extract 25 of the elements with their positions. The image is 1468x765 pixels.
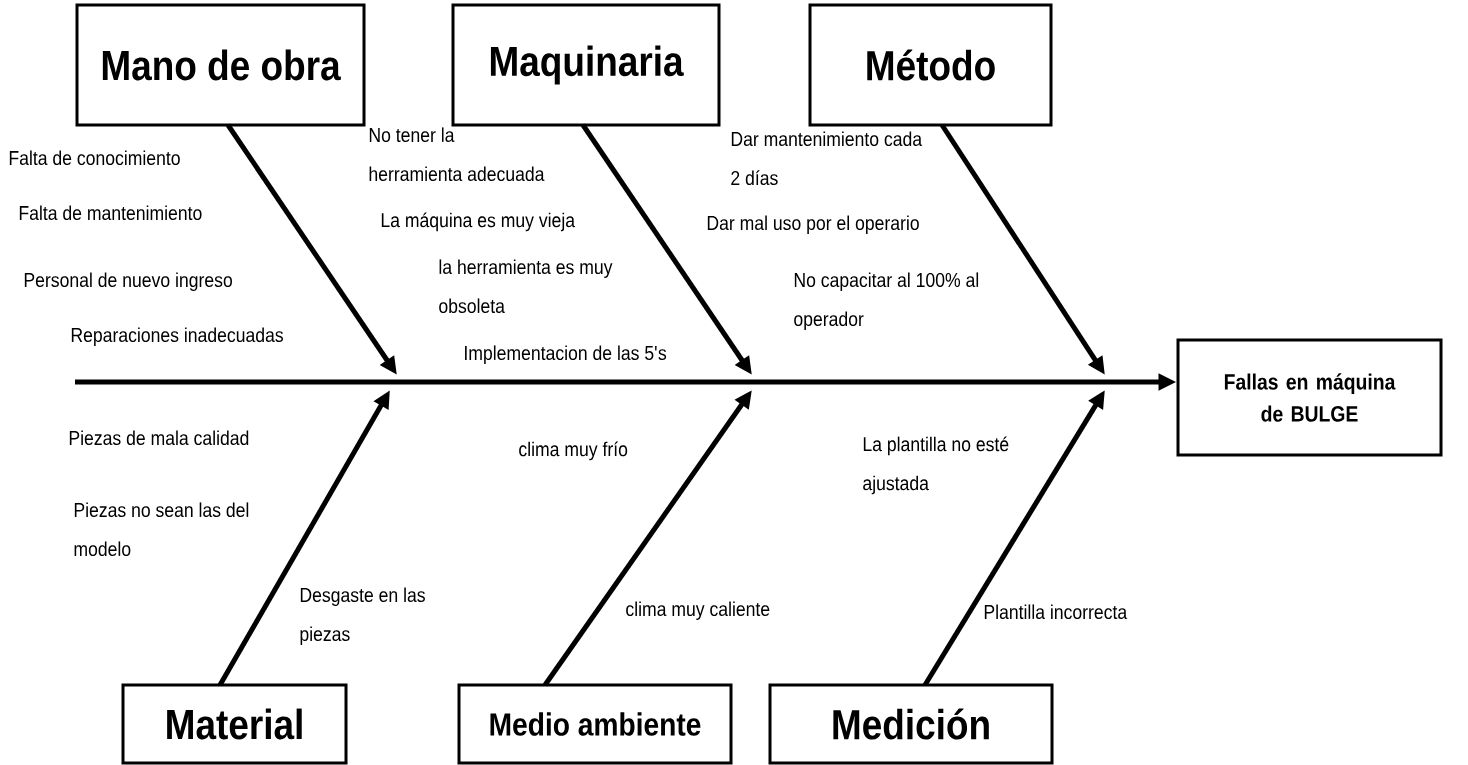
cause-label: la herramienta es muy obsoleta [439, 259, 613, 314]
category-box: Medición [768, 683, 1054, 765]
cause-label: clima muy caliente [626, 601, 770, 621]
cause-label: Reparaciones inadecuadas [71, 327, 283, 347]
effect-box: Fallas en máquina de BULGE [1176, 338, 1443, 457]
cause-label: Falta de mantenimiento [19, 205, 202, 221]
cause-label: No capacitar al 100% al operador [794, 272, 979, 331]
category-box: Material [121, 683, 348, 765]
cause-label: clima muy frío [519, 441, 628, 461]
cause-label: Piezas no sean las del modelo [74, 502, 249, 557]
cause-label: Plantilla incorrecta [984, 604, 1128, 620]
cause-label: Dar mal uso por el operario [707, 215, 919, 235]
cause-label: Dar mantenimiento cada 2 días [731, 131, 923, 186]
category-box: Maquinaria [451, 3, 721, 127]
cause-label: La máquina es muy vieja [381, 212, 576, 232]
cause-label: La plantilla no esté ajustada [863, 436, 1009, 495]
category-box: Medio ambiente [457, 683, 733, 765]
category-box: Método [808, 3, 1053, 127]
cause-label: No tener la herramienta adecuada [369, 127, 545, 182]
category-box: Mano de obra [75, 3, 366, 127]
cause-label: Falta de conocimiento [9, 150, 180, 166]
cause-label: Personal de nuevo ingreso [24, 272, 232, 292]
cause-label: Desgaste en las piezas [300, 587, 425, 646]
cause-label: Piezas de mala calidad [69, 430, 249, 446]
cause-label: Implementacion de las 5's [465, 345, 667, 365]
